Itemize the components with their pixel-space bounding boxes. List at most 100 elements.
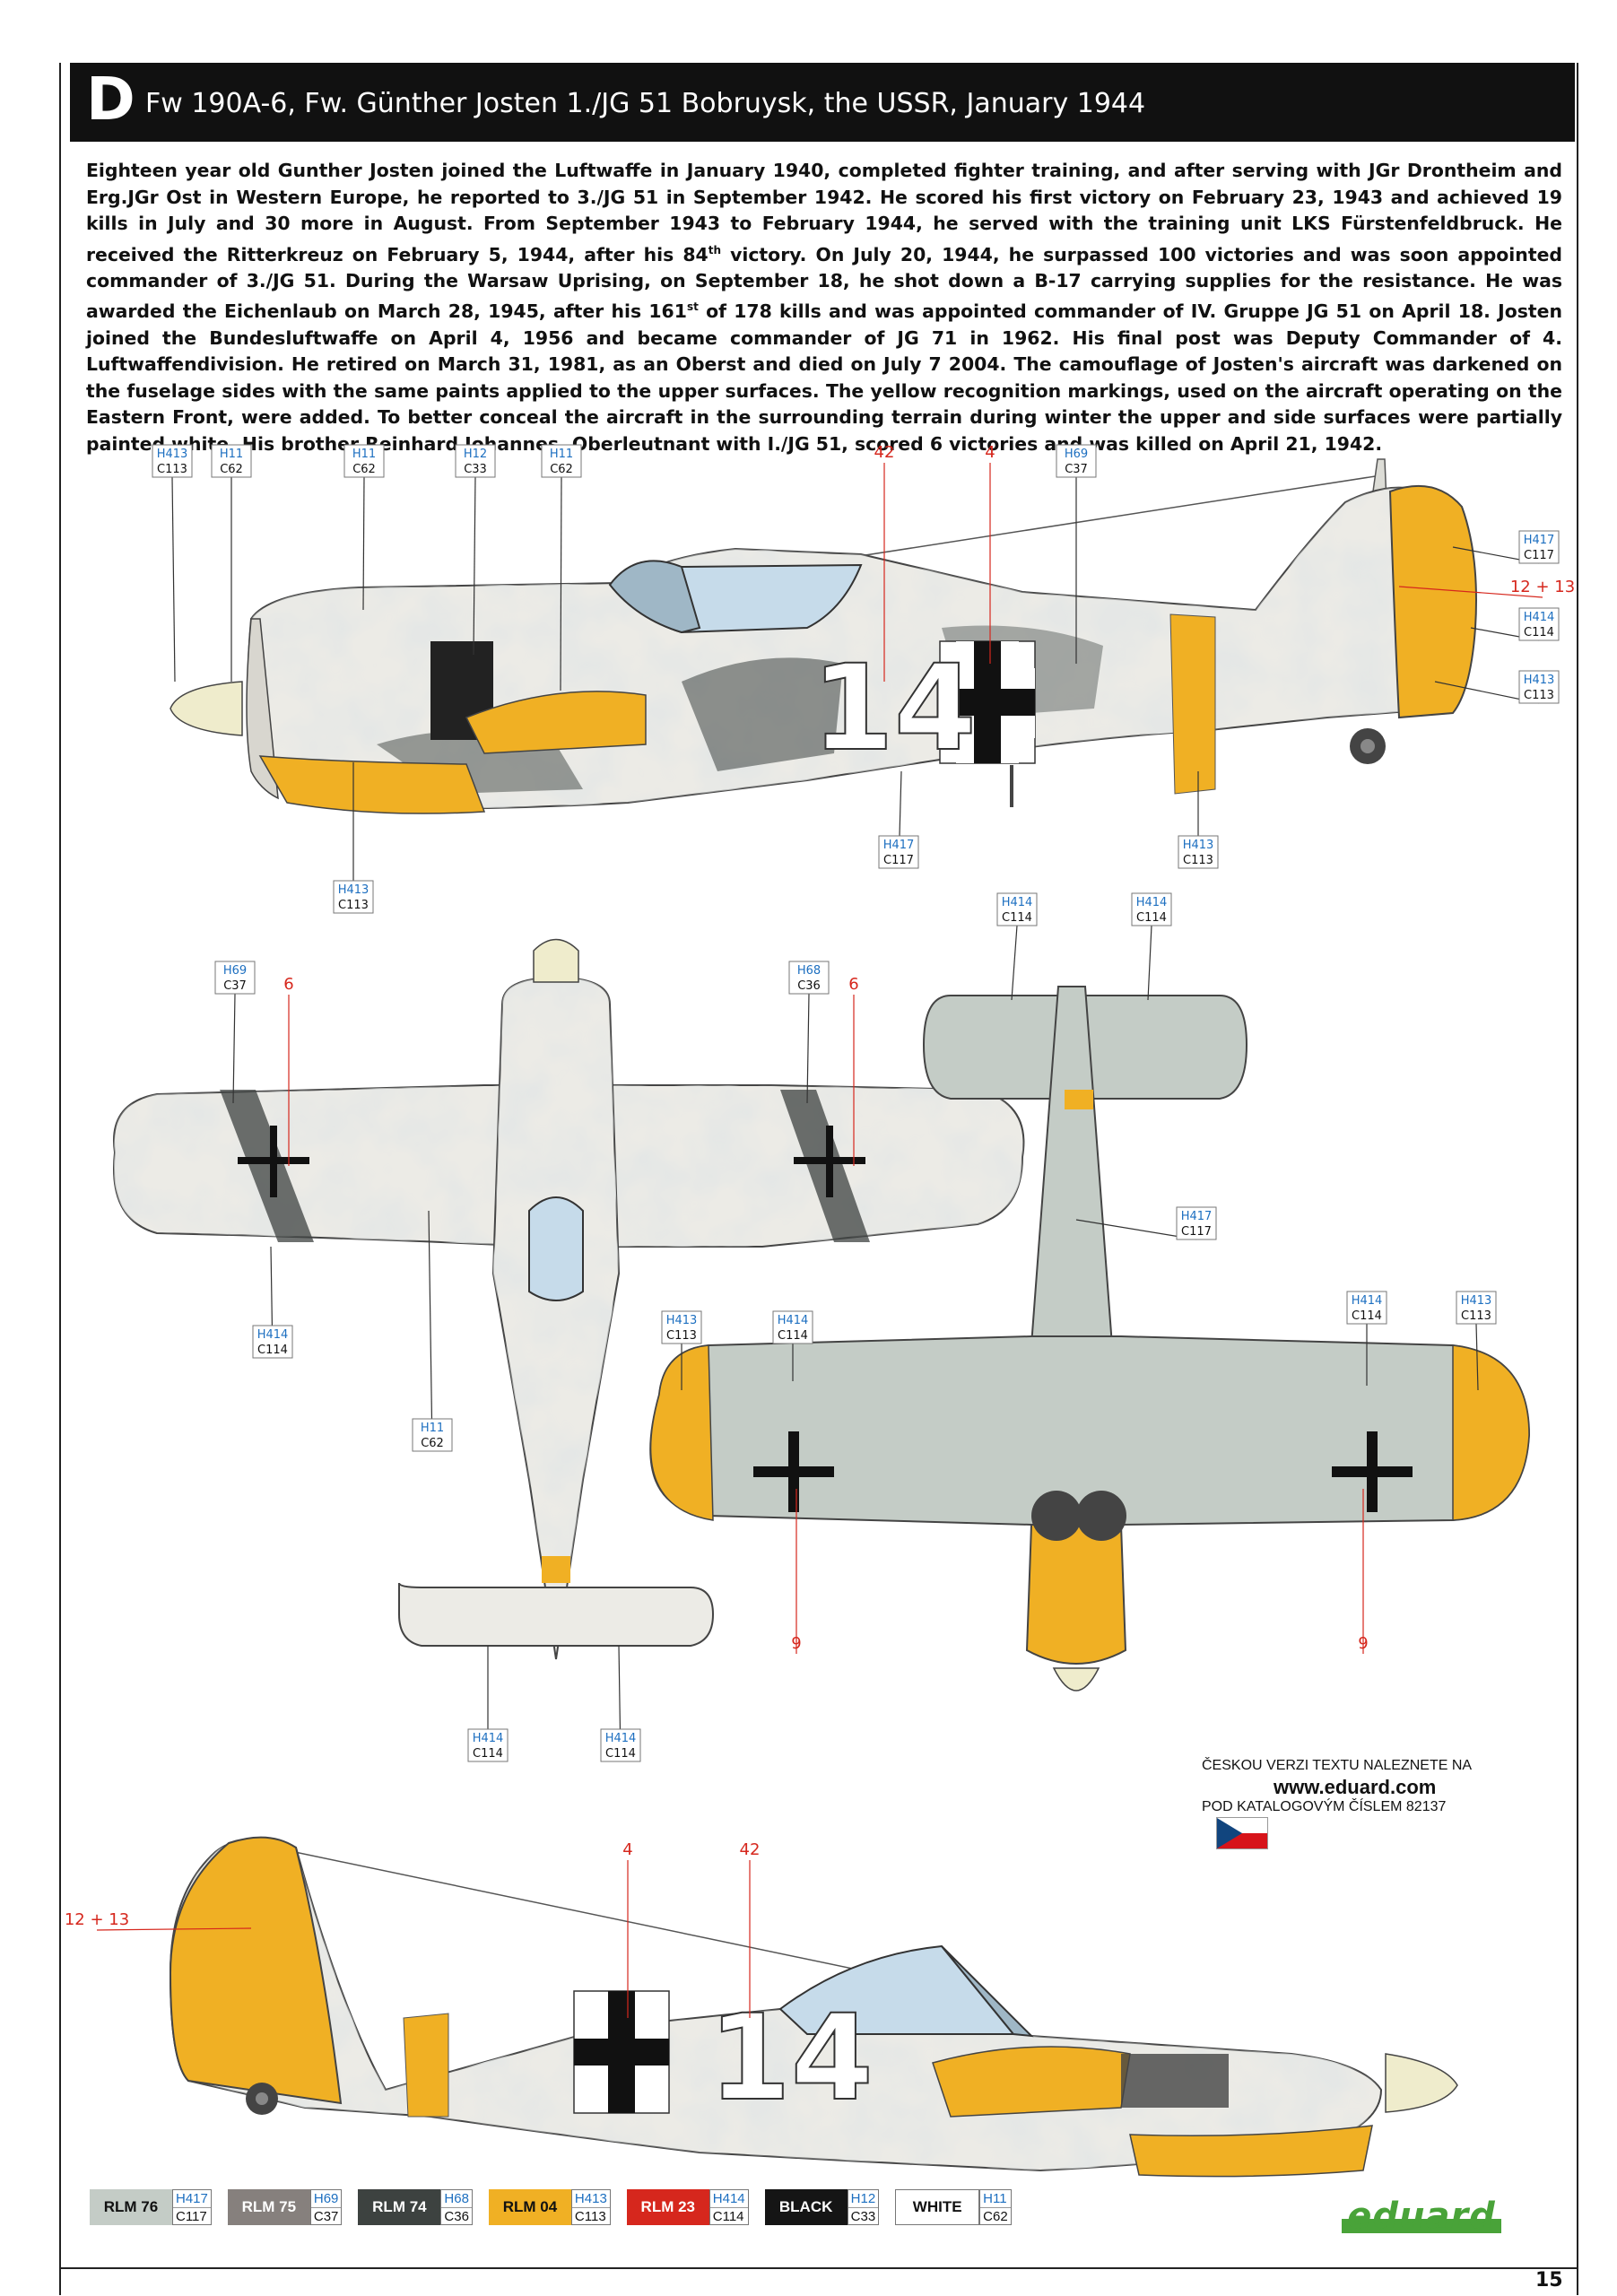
decal-number-callout: 4 <box>985 443 995 664</box>
legend-c-code: C117 <box>176 2209 207 2224</box>
paint-callouts: H413C113H11C62H11C62H12C33H11C62H69C37H4… <box>65 443 1575 2018</box>
pilot-biography: Eighteen year old Gunther Josten joined … <box>86 158 1562 457</box>
exhaust-panel-right <box>1121 2054 1229 2108</box>
callout-h-code: H11 <box>550 448 573 461</box>
callout-c-code: C114 <box>778 1329 808 1343</box>
callout-h-code: H11 <box>220 448 243 461</box>
spinner-right <box>1385 2053 1458 2113</box>
callout-h-code: H69 <box>223 964 247 978</box>
legend-color-name: WHITE <box>895 2189 980 2225</box>
yellow-wing-fairing <box>465 691 647 754</box>
legend-c-code: C62 <box>983 2209 1008 2224</box>
yellow-wing-fairing-right <box>932 2046 1131 2118</box>
aircraft-code-side-right: 14 <box>709 1989 874 2127</box>
callout-h-code: H417 <box>1181 1210 1213 1223</box>
tail-wheel-hub-right <box>256 2092 268 2105</box>
canopy-front-right <box>941 1945 1034 2038</box>
legend-c-code: C37 <box>313 2209 339 2224</box>
callout-c-code: C114 <box>1524 626 1554 639</box>
decal-number-callout: 6 <box>848 975 859 1166</box>
callout-h-code: H11 <box>352 448 376 461</box>
decal-number-callout: 42 <box>874 443 894 682</box>
legend-h-code: H11 <box>980 2190 1011 2208</box>
callout-c-code: C114 <box>473 1747 503 1761</box>
callout-c-code: C114 <box>257 1344 288 1357</box>
callout-c-code: C62 <box>352 463 376 476</box>
canopy-top <box>528 1196 584 1301</box>
callout-h-code: H414 <box>605 1732 637 1745</box>
bio-sup: th <box>708 243 721 257</box>
callout-c-code: C114 <box>1136 911 1167 925</box>
mottling <box>493 978 619 1659</box>
decal-number: 12 + 13 <box>1510 578 1575 596</box>
callout-h-code: H413 <box>1183 839 1214 852</box>
callout-h-code: H414 <box>257 1328 289 1342</box>
main-wheel-left <box>1031 1491 1082 1541</box>
decal-number: 9 <box>791 1634 801 1653</box>
callout-c-code: C113 <box>1183 854 1213 867</box>
legend-color-name: RLM 74 <box>358 2189 441 2225</box>
camo-stripe <box>780 1090 870 1242</box>
yellow-rudder-right <box>169 1836 343 2105</box>
yellow-fuselage-band-bottom <box>1065 1090 1093 1109</box>
bio-text: victory. On July 20, 1944, he surpassed … <box>86 243 1562 323</box>
legend-color-name: RLM 76 <box>90 2189 172 2225</box>
legend-c-code: C114 <box>712 2209 744 2224</box>
spinner-top <box>533 938 579 983</box>
callout-h-code: H413 <box>1461 1294 1492 1308</box>
callout-c-code: C113 <box>666 1329 697 1343</box>
decal-number-callout: 4 <box>622 1840 633 2018</box>
callout-c-code: C117 <box>1524 549 1554 562</box>
yellow-cowl-underside-right <box>1129 2125 1373 2178</box>
czech-note-line3: POD KATALOGOVÝM ČÍSLEM 82137 <box>1202 1799 1447 1814</box>
decal-number: 6 <box>848 975 858 994</box>
legend-c-code: C113 <box>574 2209 606 2224</box>
czech-note-url[interactable]: www.eduard.com <box>1274 1776 1437 1798</box>
page-frame <box>59 63 1578 2295</box>
balkenkreuz-side <box>939 640 1036 764</box>
callout-c-code: C117 <box>883 854 914 867</box>
yellow-cowl-underside <box>258 755 486 814</box>
callout-c-code: C62 <box>550 463 573 476</box>
side-profile-left-view: 14 <box>170 458 1477 814</box>
callout-c-code: C37 <box>1065 463 1088 476</box>
yellow-fuselage-band-right <box>403 2013 449 2118</box>
cowl-front <box>246 618 279 800</box>
callout-c-code: C113 <box>1461 1309 1491 1323</box>
callout-h-code: H414 <box>1352 1294 1383 1308</box>
legend-color-name: BLACK <box>764 2189 848 2225</box>
callout-h-code: H68 <box>797 964 821 978</box>
decal-number: 4 <box>622 1840 632 1859</box>
yellow-fuselage-band <box>1169 613 1216 795</box>
canopy-front <box>608 560 701 634</box>
eduard-logo: eduard <box>1342 2196 1501 2237</box>
spinner <box>170 681 243 736</box>
yellow-cowl-lower <box>1025 1524 1127 1665</box>
legend-h-code: H12 <box>848 2190 879 2208</box>
legend-color-name: RLM 04 <box>488 2189 571 2225</box>
callout-h-code: H414 <box>1524 611 1555 624</box>
